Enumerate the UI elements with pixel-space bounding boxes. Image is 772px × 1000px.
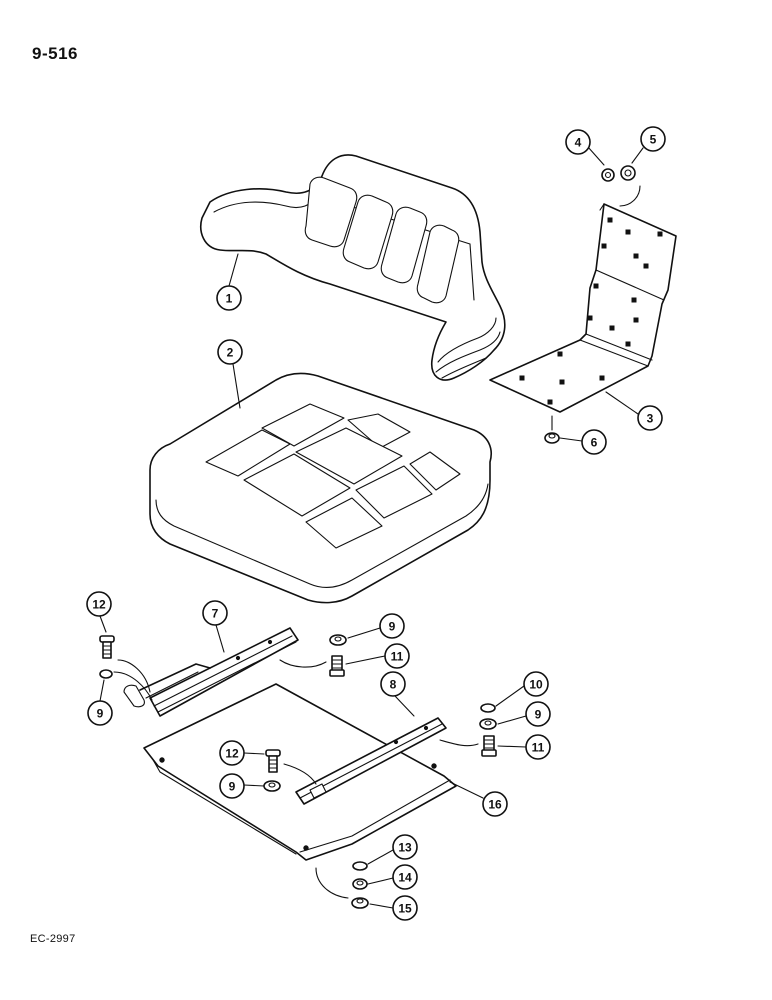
callout-10: 10 (523, 671, 549, 697)
flat-washer-13 (352, 861, 368, 871)
callout-14: 14 (392, 864, 418, 890)
callout-1: 1 (216, 285, 242, 311)
svg-text:6: 6 (591, 436, 598, 450)
page-code: 9-516 (32, 44, 78, 63)
callout-9-top: 9 (379, 613, 405, 639)
assembly-lines (113, 185, 641, 899)
callout-leaders (99, 146, 644, 909)
svg-text:3: 3 (647, 412, 654, 426)
svg-text:7: 7 (212, 607, 219, 621)
svg-text:9: 9 (389, 620, 396, 634)
callout-11-right: 11 (525, 734, 551, 760)
callout-3: 3 (637, 405, 663, 431)
nut-6 (544, 432, 560, 444)
callout-12-lower: 12 (219, 740, 245, 766)
svg-text:14: 14 (398, 871, 412, 885)
callout-5: 5 (640, 126, 666, 152)
callout-15: 15 (392, 895, 418, 921)
svg-text:12: 12 (92, 598, 106, 612)
bolt-11-top (329, 655, 345, 677)
lock-washer-9-lower (263, 780, 281, 792)
drawing-code: EC-2997 (30, 933, 76, 945)
washer-4 (601, 168, 615, 182)
callout-4: 4 (565, 129, 591, 155)
lock-washer-14 (352, 878, 368, 890)
callout-9-right: 9 (525, 701, 551, 727)
nut-5 (620, 165, 636, 181)
callout-11-top: 11 (384, 643, 410, 669)
bolt-12-lower (265, 749, 281, 773)
flat-washer-10 (480, 703, 496, 713)
svg-text:11: 11 (532, 741, 545, 755)
lock-washer-9-left (99, 669, 113, 679)
callout-8: 8 (380, 671, 406, 697)
callout-12-left: 12 (86, 591, 112, 617)
svg-text:1: 1 (226, 292, 233, 306)
svg-text:16: 16 (488, 798, 502, 812)
bolt-11-right (481, 735, 497, 757)
callout-9-lower: 9 (219, 773, 245, 799)
seat-slide-right-part (295, 717, 447, 805)
bolt-12-left (99, 635, 115, 659)
lock-washer-9-top (329, 634, 347, 646)
nut-15 (351, 897, 369, 909)
svg-text:9: 9 (97, 707, 104, 721)
svg-text:9: 9 (535, 708, 542, 722)
svg-text:15: 15 (398, 902, 412, 916)
seat-cushion-part (149, 372, 492, 604)
callout-bubbles: 1 2 3 4 5 6 7 8 9 9 9 9 10 11 11 12 12 1… (86, 126, 666, 921)
callout-16: 16 (482, 791, 508, 817)
callout-2: 2 (217, 339, 243, 365)
callout-6: 6 (581, 429, 607, 455)
svg-text:12: 12 (225, 747, 239, 761)
svg-text:5: 5 (650, 133, 657, 147)
svg-text:13: 13 (398, 841, 412, 855)
callout-13: 13 (392, 834, 418, 860)
callout-9-left: 9 (87, 700, 113, 726)
lock-washer-9-right (479, 718, 497, 730)
svg-text:9: 9 (229, 780, 236, 794)
backrest-part (200, 154, 506, 381)
callout-7: 7 (202, 600, 228, 626)
svg-text:11: 11 (391, 650, 404, 664)
seat-base-plate-part (143, 683, 457, 861)
svg-text:8: 8 (390, 678, 397, 692)
seat-slide-left-part (123, 627, 299, 717)
svg-text:2: 2 (227, 346, 234, 360)
backrest-bracket-part (489, 203, 677, 413)
svg-text:10: 10 (529, 678, 543, 692)
svg-text:4: 4 (575, 136, 582, 150)
